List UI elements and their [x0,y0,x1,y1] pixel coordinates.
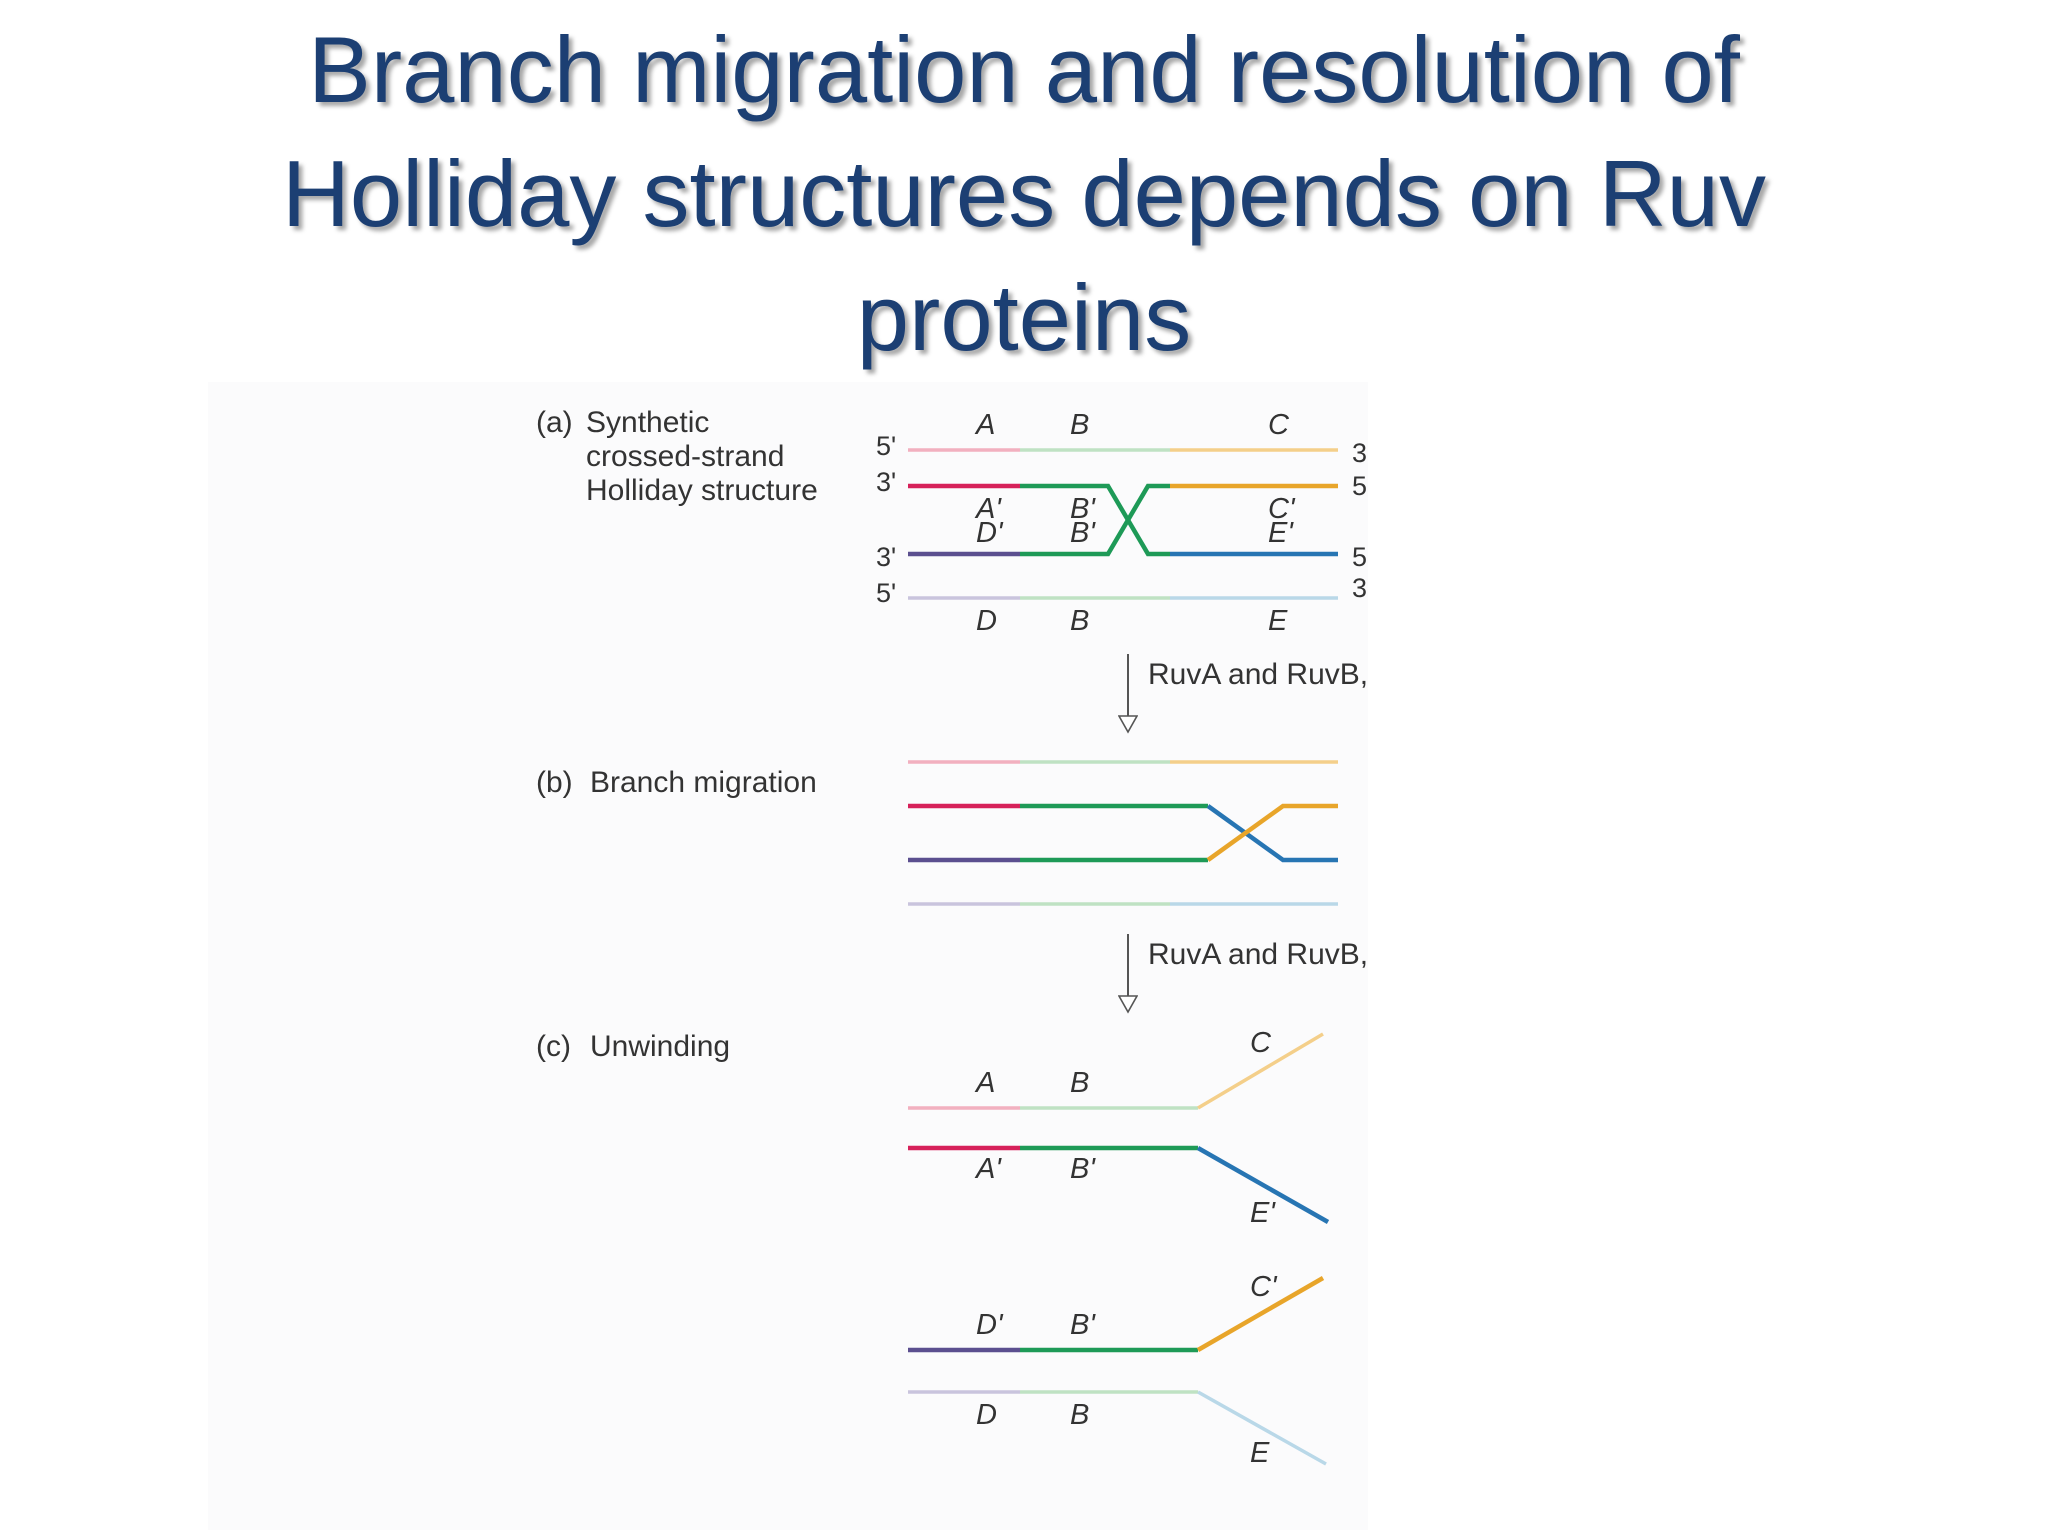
seg-label-A: A [974,409,995,441]
c1-label-C: C [1250,1027,1272,1059]
step-arrow-2: RuvA and RuvB, ATP [1128,934,1368,1012]
seg-label-C-prime: C' [1268,493,1296,525]
c1-label-A-prime: A' [974,1153,1002,1185]
title-line-2: Holliday structures depends on Ruv [282,141,1766,246]
c1-label-B: B [1070,1067,1089,1099]
panel-b-tag: (b) [536,766,573,799]
step-arrow-2-label: RuvA and RuvB, ATP [1148,938,1368,971]
panel-a-label-line-2: crossed-strand [586,440,784,473]
strand-c1-top-orange [1197,1032,1324,1110]
title-line-1: Branch migration and resolution of [308,17,1740,122]
c2-label-D-prime: D' [976,1309,1004,1341]
seg-label-E: E [1268,605,1288,637]
slide-title: Branch migration and resolution of Holli… [0,8,2048,380]
strand-c2-top-orange [1196,1276,1325,1352]
panel-a-end-right-1: 3' [1352,438,1368,468]
seg-label-D: D [976,605,997,637]
seg-label-C: C [1268,409,1290,441]
c1-label-B-prime: B' [1070,1153,1096,1185]
c1-label-E-prime: E' [1250,1197,1276,1229]
panel-a-end-right-4: 3' [1352,573,1368,603]
panel-b-label: Branch migration [590,766,817,799]
panel-a: (a) Synthetic crossed-strand Holliday st… [536,406,1368,637]
seg-label-D-prime: D' [976,517,1004,549]
c2-label-E: E [1250,1437,1270,1469]
panel-a-label-line-3: Holliday structure [586,474,818,507]
c2-label-C-prime: C' [1250,1271,1278,1303]
strand-b-crossing-orange [1206,803,1338,862]
panel-c: (c) Unwinding A B C A' B' E' D' B' C [536,1027,1330,1469]
seg-label-E-prime: E' [1268,517,1294,549]
panel-c-label: Unwinding [590,1030,730,1063]
strand-c1-bottom-blue [1196,1146,1330,1224]
c2-label-B-prime: B' [1070,1309,1096,1341]
title-line-3: proteins [856,265,1192,370]
step-arrow-1: RuvA and RuvB, ATP [1128,654,1368,732]
seg-label-B-prime-1: B' [1070,493,1096,525]
c2-label-B: B [1070,1399,1089,1431]
holliday-diagram: (a) Synthetic crossed-strand Holliday st… [536,406,1368,1469]
panel-a-end-left-1: 5' [876,431,896,461]
strand-a-crossing-green-2 [1020,483,1170,557]
panel-a-label-line-1: Synthetic [586,406,709,439]
panel-a-end-right-2: 5' [1352,471,1368,501]
panel-a-end-left-2: 3' [876,467,896,497]
c1-label-A: A [974,1067,995,1099]
strand-b-crossing-blue [1206,804,1338,863]
panel-a-end-left-3: 3' [876,542,896,572]
holliday-figure: (a) Synthetic crossed-strand Holliday st… [208,382,1368,1530]
panel-a-tag: (a) [536,406,573,439]
seg-label-B-prime-2: B' [1070,517,1096,549]
seg-label-B: B [1070,409,1089,441]
strand-a-crossing-green-1 [1020,483,1170,557]
panel-a-end-left-4: 5' [876,578,896,608]
c2-label-D: D [976,1399,997,1431]
panel-c-tag: (c) [536,1030,571,1063]
strand-c2-bottom-blue [1197,1390,1327,1466]
seg-label-A-prime: A' [974,493,1002,525]
step-arrow-1-label: RuvA and RuvB, ATP [1148,658,1368,691]
seg-label-B-bottom: B [1070,605,1089,637]
panel-b: (b) Branch migration [536,760,1338,906]
panel-a-end-right-3: 5' [1352,542,1368,572]
